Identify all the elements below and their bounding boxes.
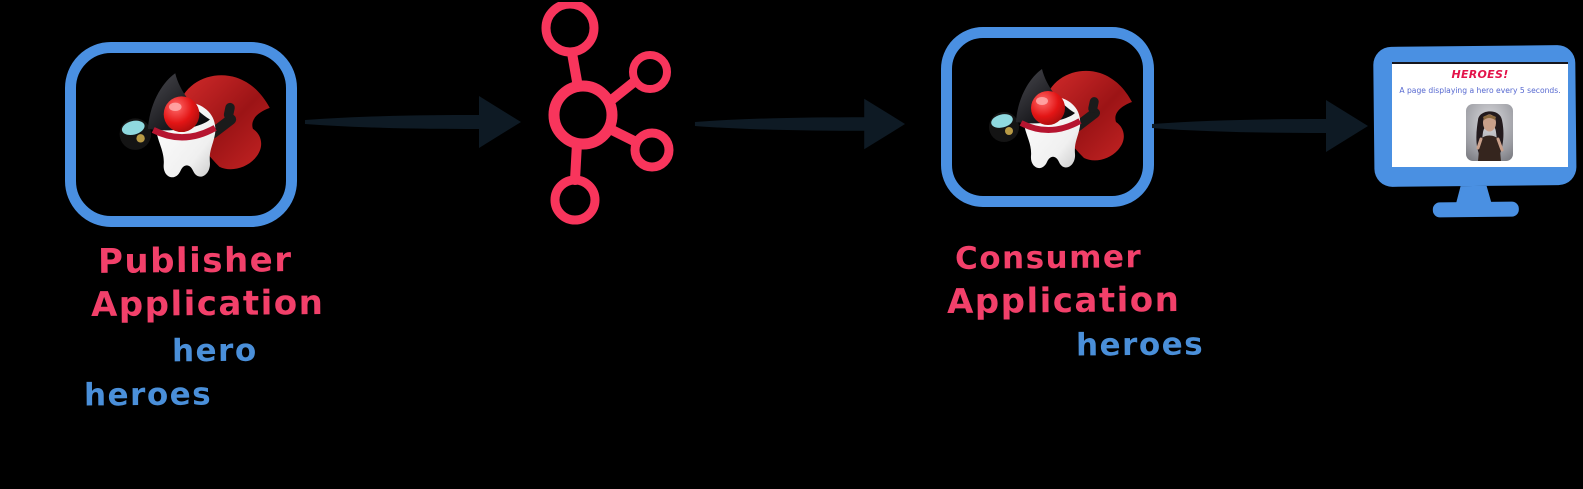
arrow-right-icon	[694, 98, 906, 150]
screen-heading: HEROES!	[1451, 68, 1509, 81]
publisher-heroes-topic-label: heroes	[83, 376, 213, 414]
hero-portrait-photo	[1466, 104, 1513, 161]
consumer-label-line1: Consumer	[954, 239, 1143, 277]
monitor-screen: HEROES! A page displaying a hero every 5…	[1392, 62, 1568, 167]
arrow-right-icon	[305, 96, 521, 148]
consumer-label-line2: Application	[946, 279, 1181, 323]
java-duke-superhero-icon	[119, 73, 270, 178]
monitor: HEROES! A page displaying a hero every 5…	[1362, 40, 1582, 220]
consumer-heroes-topic-label: heroes	[1075, 326, 1205, 364]
publisher-app-box	[65, 42, 297, 227]
publisher-hero-topic-label: hero	[171, 332, 258, 370]
consumer-app-box	[941, 27, 1154, 207]
publisher-label-line2: Application	[90, 282, 325, 326]
publisher-label-line1: Publisher	[97, 240, 293, 282]
arrow-right-icon	[1152, 100, 1368, 152]
java-duke-superhero-icon	[989, 69, 1132, 169]
kafka-network-icon	[541, 2, 674, 225]
screen-subtitle: A page displaying a hero every 5 seconds…	[1399, 86, 1561, 95]
